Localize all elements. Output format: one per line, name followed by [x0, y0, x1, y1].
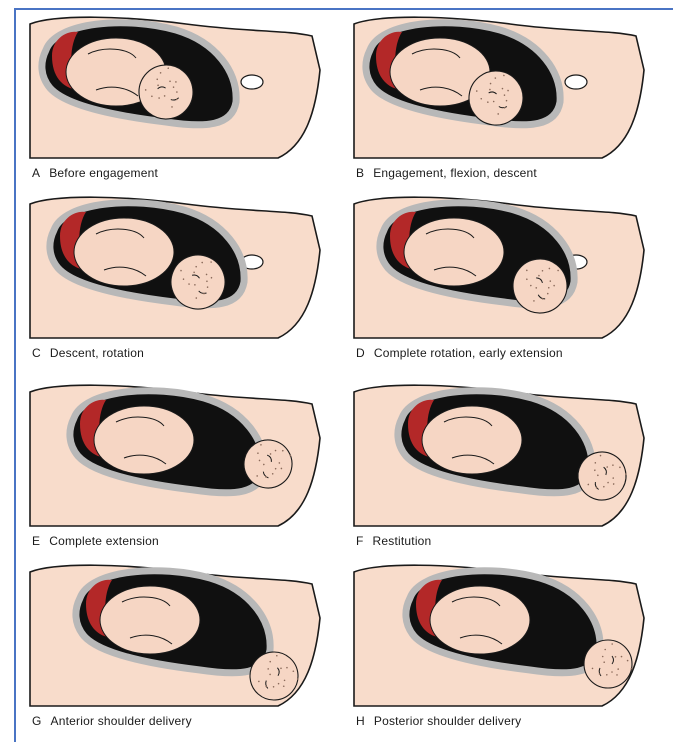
panel-f: F Restitution: [340, 378, 660, 550]
panel-d-letter: D: [356, 346, 365, 360]
panel-b-illustration: [340, 10, 660, 160]
panel-b: B Engagement, flexion, descent: [340, 10, 660, 182]
hair-stipple: [604, 649, 606, 651]
fetal-body: [94, 406, 194, 474]
panel-e-illustration: [16, 378, 336, 528]
panel-h-letter: H: [356, 714, 365, 728]
panel-f-illustration: [340, 378, 660, 528]
hair-stipple: [616, 674, 618, 676]
fetal-body: [404, 218, 504, 286]
panel-g-illustration: [16, 558, 336, 708]
hair-stipple: [627, 660, 629, 662]
panel-g: G Anterior shoulder delivery: [16, 558, 336, 730]
panel-a-caption: A Before engagement: [32, 166, 158, 180]
hair-stipple: [611, 671, 613, 673]
panel-f-letter: F: [356, 534, 364, 548]
panel-g-caption: G Anterior shoulder delivery: [32, 714, 192, 728]
panel-f-caption: F Restitution: [356, 534, 431, 548]
panel-e-text: Complete extension: [49, 534, 159, 548]
panel-e: E Complete extension: [16, 378, 336, 550]
panel-c-letter: C: [32, 346, 41, 360]
panel-a-text: Before engagement: [49, 166, 158, 180]
hair-stipple: [592, 668, 594, 670]
hair-stipple: [631, 668, 633, 670]
panel-g-letter: G: [32, 714, 42, 728]
hair-stipple: [615, 656, 617, 658]
panel-d-illustration: [340, 190, 660, 340]
panel-h-caption: H Posterior shoulder delivery: [356, 714, 521, 728]
fetal-body: [74, 218, 174, 286]
panel-d: D Complete rotation, early extension: [340, 190, 660, 362]
panel-h: H Posterior shoulder delivery: [340, 558, 660, 730]
pubic-bone: [241, 75, 263, 89]
fetal-head-group: [584, 640, 632, 688]
panel-b-text: Engagement, flexion, descent: [373, 166, 537, 180]
hair-stipple: [617, 668, 619, 670]
panel-f-text: Restitution: [373, 534, 432, 548]
panel-c-illustration: [16, 190, 336, 340]
panel-a: A Before engagement: [16, 10, 336, 182]
fetal-body: [430, 586, 530, 654]
fetal-body: [422, 406, 522, 474]
panel-h-illustration: [340, 558, 660, 708]
fetal-head: [584, 640, 632, 688]
hair-stipple: [611, 643, 613, 645]
panel-e-caption: E Complete extension: [32, 534, 159, 548]
panel-h-text: Posterior shoulder delivery: [374, 714, 521, 728]
panel-a-illustration: [16, 10, 336, 160]
hair-stipple: [606, 674, 608, 676]
hair-stipple: [602, 656, 604, 658]
panel-g-text: Anterior shoulder delivery: [51, 714, 192, 728]
panel-b-caption: B Engagement, flexion, descent: [356, 166, 537, 180]
panel-e-letter: E: [32, 534, 40, 548]
hair-stipple: [621, 656, 623, 658]
hair-stipple: [599, 673, 601, 675]
hair-stipple: [603, 661, 605, 663]
panel-c: C Descent, rotation: [16, 190, 336, 362]
pubic-bone: [565, 75, 587, 89]
fetal-body: [100, 586, 200, 654]
panel-d-caption: D Complete rotation, early extension: [356, 346, 563, 360]
panel-c-caption: C Descent, rotation: [32, 346, 144, 360]
panel-a-letter: A: [32, 166, 40, 180]
panel-b-letter: B: [356, 166, 364, 180]
panel-d-text: Complete rotation, early extension: [374, 346, 563, 360]
panel-c-text: Descent, rotation: [50, 346, 144, 360]
